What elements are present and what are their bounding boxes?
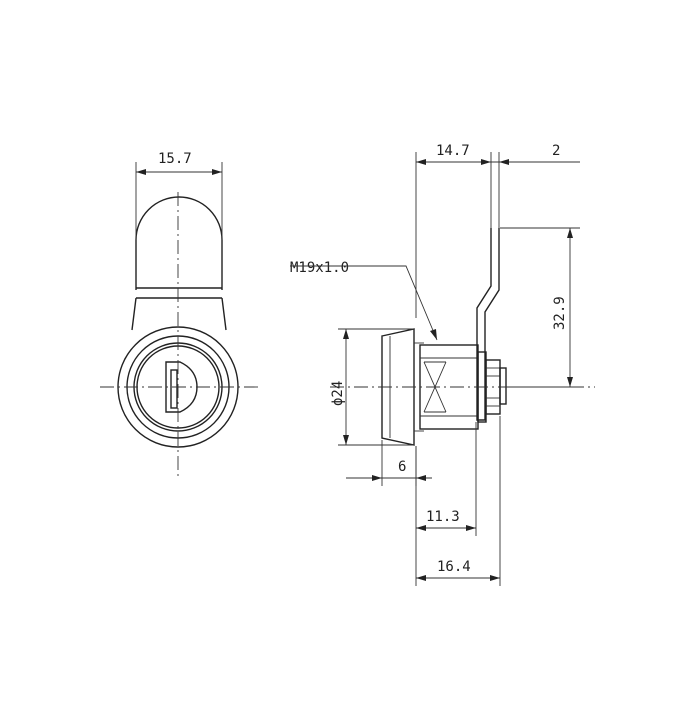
dim-length-b-arrow-left <box>416 575 426 581</box>
dim-bezel-dia-arrow-top <box>343 329 349 339</box>
dim-body-length-arrow-left <box>416 159 426 165</box>
dim-length-a-arrow-right <box>466 525 476 531</box>
side-view: 14.7 2 M19x1.0 32.9 ϕ24 6 11.3 <box>290 143 595 586</box>
thread-callout-leader <box>290 265 438 341</box>
dim-bezel-dia-label: ϕ24 <box>330 381 346 406</box>
dim-bezel-thk-arrow-right <box>416 475 426 481</box>
dim-cam-thickness-arrow <box>499 159 509 165</box>
dim-length-b-arrow-right <box>490 575 500 581</box>
dim-bezel-thk-arrow-left <box>372 475 382 481</box>
dim-body-length-label: 14.7 <box>436 143 470 159</box>
dim-front-width-label: 15.7 <box>158 151 192 167</box>
thread-callout-arrow <box>430 329 437 340</box>
dim-cam-thickness-label: 2 <box>552 143 560 159</box>
dim-length-a-label: 11.3 <box>426 509 460 525</box>
dim-length-a-arrow-left <box>416 525 426 531</box>
front-view: 15.7 <box>100 151 262 478</box>
dim-cam-offset-arrow-bottom <box>567 377 573 387</box>
thread-callout-label: M19x1.0 <box>290 260 349 276</box>
dim-front-width-arrow-left <box>136 169 146 175</box>
dim-cam-offset-label: 32.9 <box>552 296 568 330</box>
dim-cam-offset-arrow-top <box>567 228 573 238</box>
front-neck <box>131 297 227 331</box>
side-screw-head <box>499 367 507 405</box>
dim-bezel-dia-arrow-bottom <box>343 435 349 445</box>
dim-front-width-arrow-right <box>212 169 222 175</box>
side-cam-plate <box>476 228 500 421</box>
dim-body-length-arrow-right <box>481 159 491 165</box>
dim-length-b-label: 16.4 <box>437 559 471 575</box>
front-cam-dome <box>135 196 223 290</box>
dim-bezel-thk-label: 6 <box>398 459 406 475</box>
